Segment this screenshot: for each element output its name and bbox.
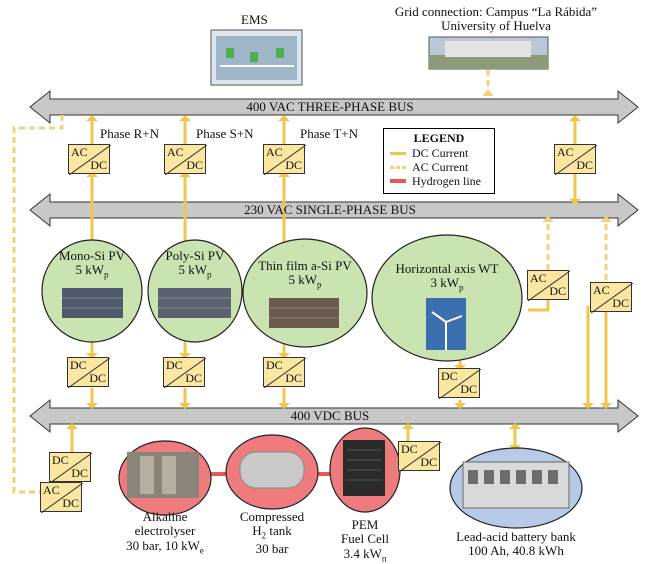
legend-ac: AC Current bbox=[412, 160, 469, 174]
fuelcell-line1: PEM bbox=[351, 517, 379, 532]
tank-line3: 30 bar bbox=[255, 540, 289, 556]
ac-arrow bbox=[482, 90, 494, 96]
grid-line1: Grid connection: Campus “La Rábida” bbox=[394, 4, 598, 19]
phase-s-label: Phase S+N bbox=[196, 126, 254, 141]
legend-dc: DC Current bbox=[412, 146, 469, 160]
phase-t-label: Phase T+N bbox=[300, 126, 359, 141]
electrolyser-line2: electrolyser bbox=[134, 523, 196, 539]
tank-label: Compressed H2 tank 30 bar bbox=[220, 509, 324, 556]
thin-pv-power: 5 kWp bbox=[288, 272, 322, 290]
bus-dc-label: 400 VDC BUS bbox=[290, 408, 370, 423]
thin-pv-ellipse bbox=[242, 238, 368, 348]
grid-line2: University of Huelva bbox=[441, 18, 551, 34]
tank-line2: H2 tank bbox=[252, 523, 292, 541]
electrolyser-label: Alkaline electrolyser 30 bar, 10 kWe bbox=[110, 509, 220, 556]
tank-photo-icon bbox=[239, 451, 305, 489]
thin-pv-label: Thin film a-Si PV 5 kWp bbox=[243, 258, 367, 291]
dc-swatch bbox=[390, 152, 406, 155]
battery-photo-icon bbox=[462, 461, 570, 509]
tank-line1: Compressed bbox=[239, 509, 305, 524]
legend: LEGEND DC Current AC Current Hydrogen li… bbox=[383, 128, 495, 194]
ems-label: EMS bbox=[241, 12, 268, 27]
bus-ac3 bbox=[29, 89, 639, 125]
poly-pv-power: 5 kWp bbox=[178, 262, 212, 280]
bus-ac1-label: 230 VAC SINGLE-PHASE BUS bbox=[244, 202, 416, 217]
battery-line2: 100 Ah, 40.8 kWh bbox=[468, 543, 564, 559]
battery-line1: Lead-acid battery bank bbox=[456, 529, 576, 544]
ems-screenshot-icon bbox=[210, 29, 303, 86]
mono-pv-power: 5 kWp bbox=[75, 262, 109, 280]
fuelcell-line3: 3.4 kWn bbox=[343, 545, 387, 564]
wind-turbine-photo-icon bbox=[426, 298, 466, 350]
ac-arrow bbox=[600, 216, 612, 222]
electrolyser-photo-icon bbox=[127, 452, 199, 498]
fuelcell-label: PEM Fuel Cell 3.4 kWn bbox=[323, 517, 407, 564]
fuelcell-line2: Fuel Cell bbox=[340, 531, 390, 547]
legend-h2: Hydrogen line bbox=[412, 174, 481, 188]
bus-dc bbox=[29, 398, 639, 434]
ac-arrow bbox=[542, 216, 554, 222]
mono-pv-label: Mono-Si PV 5 kWp bbox=[42, 248, 142, 281]
mono-pv-name: Mono-Si PV bbox=[58, 248, 126, 263]
electrolyser-line1: Alkaline bbox=[142, 509, 188, 524]
legend-title: LEGEND bbox=[413, 131, 465, 145]
electrolyser-line3: 30 bar, 10 kWe bbox=[126, 537, 204, 556]
h2-swatch bbox=[390, 179, 406, 183]
phase-r-label: Phase R+N bbox=[100, 126, 159, 141]
poly-pv-label: Poly-Si PV 5 kWp bbox=[148, 248, 242, 281]
poly-pv-name: Poly-Si PV bbox=[165, 248, 225, 263]
ac-swatch bbox=[390, 166, 406, 169]
bus-ac1 bbox=[29, 192, 639, 228]
battery-label: Lead-acid battery bank 100 Ah, 40.8 kWh bbox=[430, 529, 602, 559]
wt-label: Horizontal axis WT 3 kWp bbox=[372, 261, 522, 294]
wt-name: Horizontal axis WT bbox=[395, 261, 499, 276]
campus-photo-icon bbox=[428, 36, 549, 70]
solar-panel-photo-icon bbox=[62, 288, 339, 328]
bus-ac3-label: 400 VAC THREE-PHASE BUS bbox=[246, 99, 414, 114]
wt-power: 3 kWp bbox=[430, 275, 464, 293]
thin-pv-name: Thin film a-Si PV bbox=[258, 258, 352, 273]
fuel-cell-photo-icon bbox=[343, 440, 385, 496]
grid-connection-label: Grid connection: Campus “La Rábida” Univ… bbox=[378, 4, 614, 34]
